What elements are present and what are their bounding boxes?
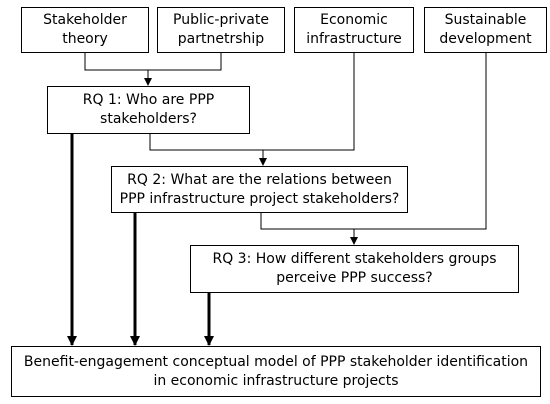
input-box-economic-infrastructure-line-2: infrastructure (306, 31, 402, 47)
input-box-sustainable-development-line-2: development (439, 31, 532, 47)
rq2-box: RQ 2: What are the relations between PPP… (111, 166, 408, 213)
input-box-stakeholder-theory: Stakeholder theory (21, 7, 149, 53)
input-box-economic-infrastructure: Economic infrastructure (294, 7, 414, 53)
connector-rq1-to-rq2 (149, 134, 263, 151)
rq3-line-1: RQ 3: How different stakeholders groups (212, 251, 497, 267)
connector-sustainable-development-to-rq3 (354, 53, 487, 230)
connector-rq2-to-rq3 (260, 213, 354, 230)
rq1-line-1: RQ 1: Who are PPP (82, 92, 215, 108)
connector-ppp-to-rq1 (148, 53, 222, 71)
input-box-economic-infrastructure-line-1: Economic (320, 12, 388, 28)
rq3-line-2: perceive PPP success? (276, 270, 433, 286)
input-box-stakeholder-theory-line-2: theory (62, 31, 108, 47)
rq3-box: RQ 3: How different stakeholders groups … (190, 245, 519, 293)
rq2-line-2: PPP infrastructure project stakeholders? (119, 190, 400, 207)
conceptual-model-line-1: Benefit-engagement conceptual model of P… (23, 353, 529, 370)
input-box-public-private-partnership-line-1: Public-private (173, 12, 269, 28)
rq2-line-1: RQ 2: What are the relations between (127, 171, 392, 188)
rq1-line-2: stakeholders? (100, 111, 197, 127)
connector-economic-infrastructure-to-rq2 (263, 53, 355, 151)
conceptual-model-box: Benefit-engagement conceptual model of P… (11, 346, 541, 397)
input-box-stakeholder-theory-line-1: Stakeholder (43, 12, 127, 28)
conceptual-model-line-2: in economic infrastructure projects (153, 372, 399, 389)
input-box-public-private-partnership: Public-private partnetrship (157, 7, 285, 53)
rq1-box: RQ 1: Who are PPP stakeholders? (47, 86, 250, 134)
input-box-sustainable-development: Sustainable development (424, 7, 547, 53)
input-box-public-private-partnership-line-2: partnetrship (177, 31, 265, 47)
connector-stakeholder-theory-to-rq1 (84, 53, 148, 71)
input-box-sustainable-development-line-1: Sustainable (444, 12, 527, 28)
